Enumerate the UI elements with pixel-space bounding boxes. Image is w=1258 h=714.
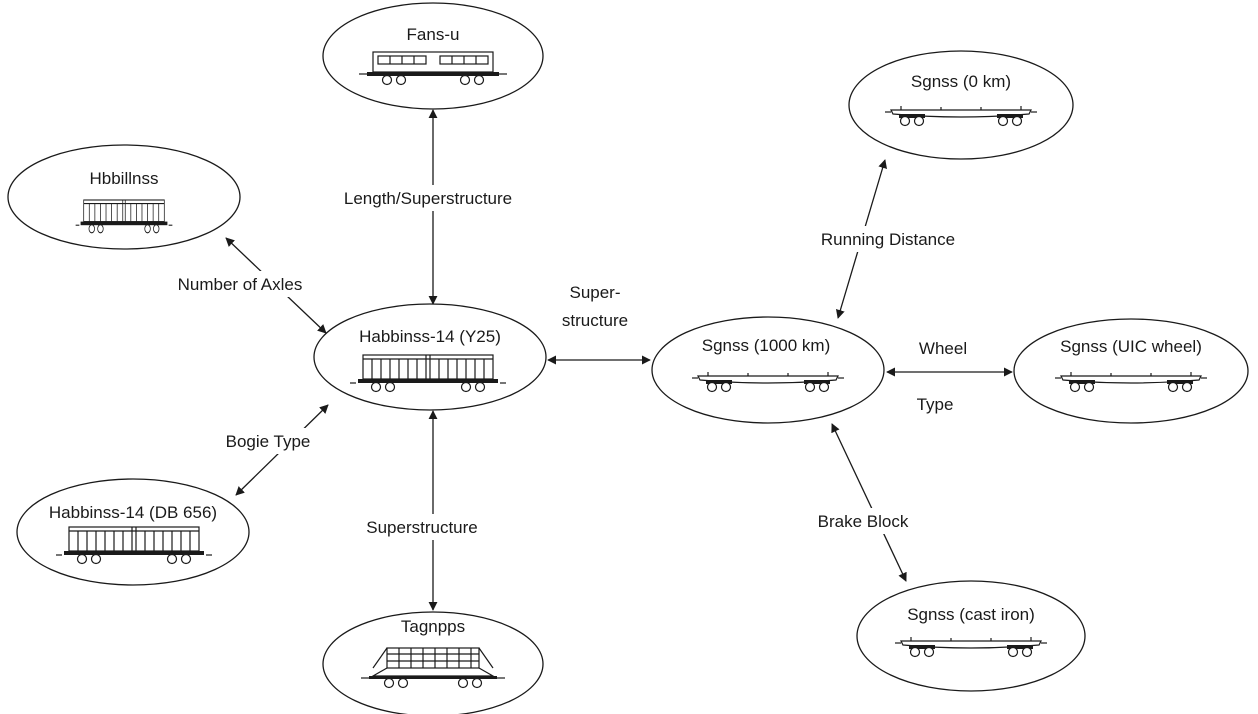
edge-label-bogie-type: Bogie Type (226, 432, 311, 451)
node-sgnss-uic: Sgnss (UIC wheel) (1013, 318, 1249, 424)
node-title-sgnss-cast: Sgnss (cast iron) (907, 605, 1035, 624)
node-sgnss-1000: Sgnss (1000 km) (651, 316, 885, 424)
node-sgnss-0: Sgnss (0 km) (848, 50, 1074, 160)
node-habbinss-y25: Habbinss-14 (Y25) (313, 303, 547, 411)
node-title-sgnss-uic: Sgnss (UIC wheel) (1060, 337, 1202, 356)
edge-sgnss-cast (831, 423, 907, 582)
edge-label-type: Type (917, 395, 954, 414)
node-fans-u: Fans-u (322, 2, 544, 110)
edge-label-number-of-axles: Number of Axles (178, 275, 303, 294)
edge-labels: Length/Superstructure Number of Axles Bo… (158, 185, 976, 540)
node-title-habbinss-y25: Habbinss-14 (Y25) (359, 327, 501, 346)
node-sgnss-cast: Sgnss (cast iron) (856, 580, 1086, 692)
node-title-habbinss-db656: Habbinss-14 (DB 656) (49, 503, 217, 522)
node-tagnpps: Tagnpps (322, 611, 544, 714)
edge-label-super-structure-line1: Super- (569, 283, 620, 302)
node-habbinss-db656: Habbinss-14 (DB 656) (16, 478, 250, 586)
node-title-fans-u: Fans-u (407, 25, 460, 44)
edge-label-super-structure-line2: structure (562, 311, 628, 330)
edge-label-running-distance: Running Distance (821, 230, 955, 249)
node-title-sgnss-0: Sgnss (0 km) (911, 72, 1011, 91)
node-title-hbbillnss: Hbbillnss (90, 169, 159, 188)
edge-label-superstructure: Superstructure (366, 518, 478, 537)
edge-label-length-superstructure: Length/Superstructure (344, 189, 512, 208)
node-title-tagnpps: Tagnpps (401, 617, 465, 636)
edge-label-brake-block: Brake Block (818, 512, 909, 531)
edge-label-wheel: Wheel (919, 339, 967, 358)
node-title-sgnss-1000: Sgnss (1000 km) (702, 336, 831, 355)
node-hbbillnss: Hbbillnss (7, 144, 241, 250)
